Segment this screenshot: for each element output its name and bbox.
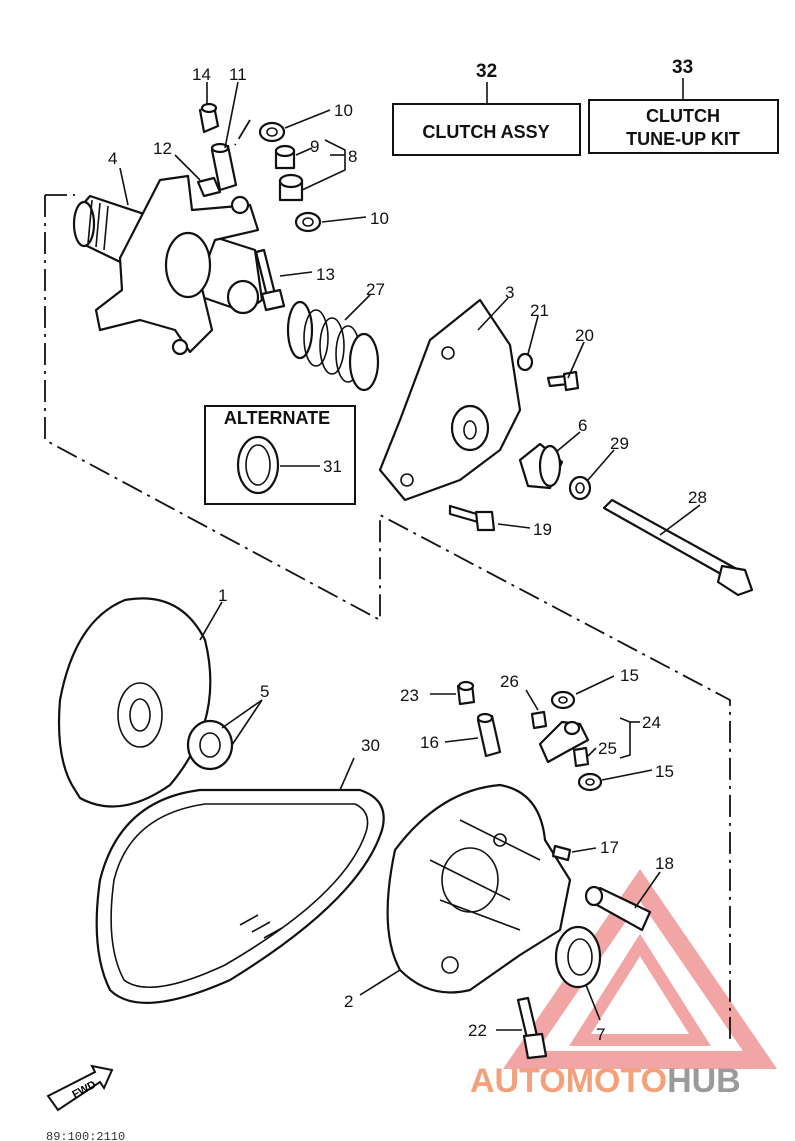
- label-19: 19: [533, 520, 552, 539]
- label-26: 26: [500, 672, 519, 691]
- label-2: 2: [344, 992, 353, 1011]
- label-15-top: 15: [620, 666, 639, 685]
- part-11-pin: [210, 142, 238, 192]
- label-23: 23: [400, 686, 419, 705]
- part-18-bushing: [584, 885, 652, 932]
- part-27-spring: [286, 300, 380, 392]
- label-14: 14: [192, 65, 211, 84]
- clutch-tuneup-kit-box: CLUTCH TUNE-UP KIT: [588, 99, 779, 154]
- label-8: 8: [348, 147, 357, 166]
- label-3: 3: [505, 283, 514, 302]
- part-1-movable-sheave: [57, 597, 212, 808]
- label-9: 9: [310, 137, 319, 156]
- label-18: 18: [655, 854, 674, 873]
- label-27: 27: [366, 280, 385, 299]
- label-12: 12: [153, 139, 172, 158]
- leader-lines: [119, 78, 701, 1031]
- clutch-assy-label: CLUTCH ASSY: [422, 122, 549, 142]
- label-29: 29: [610, 434, 629, 453]
- part-28-long-bolt: [602, 498, 754, 597]
- label-11: 11: [229, 65, 247, 84]
- part-31-alternate-washer: [236, 435, 280, 495]
- label-33: 33: [672, 57, 693, 78]
- part-13-bolt: [254, 248, 286, 312]
- part-23-plug: [456, 680, 476, 706]
- label-6: 6: [578, 416, 587, 435]
- label-13: 13: [316, 265, 335, 284]
- part-15-washer-bottom: [577, 772, 603, 792]
- part-15-washer-top: [550, 690, 576, 710]
- part-25-roller: [572, 746, 590, 768]
- part-20-screw: [546, 370, 580, 392]
- part-26-screw: [530, 710, 548, 730]
- label-20: 20: [575, 326, 594, 345]
- label-28: 28: [688, 488, 707, 507]
- part-14-grease-nipple: [198, 102, 220, 134]
- label-25: 25: [598, 739, 617, 758]
- part-5-bushing-halves: [186, 719, 234, 771]
- label-5: 5: [260, 682, 269, 701]
- label-4: 4: [108, 149, 117, 168]
- label-10-top: 10: [334, 101, 353, 120]
- part-2-driven-sheave: [386, 783, 572, 994]
- part-9-bushing: [274, 144, 296, 170]
- label-32: 32: [476, 61, 497, 82]
- part-30-drive-belt: [95, 788, 385, 1004]
- label-16: 16: [420, 733, 439, 752]
- part-22-bolt: [516, 996, 548, 1060]
- fwd-arrow-icon: FWD: [46, 1064, 114, 1112]
- part-4-fixed-sheave-hub: [72, 174, 264, 356]
- part-29-nut: [568, 475, 592, 501]
- label-1: 1: [218, 586, 227, 605]
- part-21-nut: [516, 352, 534, 372]
- label-17: 17: [600, 838, 619, 857]
- part-6-roller: [518, 442, 564, 490]
- label-31: 31: [323, 457, 342, 476]
- part-19-bolt: [448, 504, 496, 532]
- label-15-bottom: 15: [655, 762, 674, 781]
- label-21: 21: [530, 301, 549, 320]
- label-24: 24: [642, 713, 661, 732]
- alternate-label: ALTERNATE: [224, 408, 330, 428]
- part-16-pin: [476, 712, 502, 758]
- part-24-cam-arm: [538, 720, 590, 764]
- clutch-assy-box: CLUTCH ASSY: [392, 103, 581, 156]
- part-number-labels: 4 14 11 12 10 9 8 10 13 27 3 21 20 6 29 …: [108, 57, 707, 1044]
- part-8-roller: [278, 173, 304, 202]
- watermark-text: AUTOMOTOHUB: [470, 1062, 741, 1100]
- alternate-box: ALTERNATE: [204, 405, 356, 505]
- tuneup-line1: CLUTCH: [646, 106, 720, 126]
- label-30: 30: [361, 736, 380, 755]
- part-12-set-screw: [196, 176, 222, 198]
- part-10-washer-top: [258, 121, 286, 143]
- footer-code: 89:100:2110: [46, 1130, 125, 1141]
- section-boundary-lines: [44, 119, 731, 1040]
- tuneup-line2: TUNE-UP KIT: [626, 129, 740, 149]
- label-7: 7: [596, 1025, 605, 1044]
- part-3-spider-cover: [378, 298, 522, 502]
- part-17-screw: [551, 844, 572, 862]
- part-7-washer: [554, 925, 602, 989]
- part-10-washer-bottom: [294, 211, 322, 233]
- label-10-bottom: 10: [370, 209, 389, 228]
- label-22: 22: [468, 1021, 487, 1040]
